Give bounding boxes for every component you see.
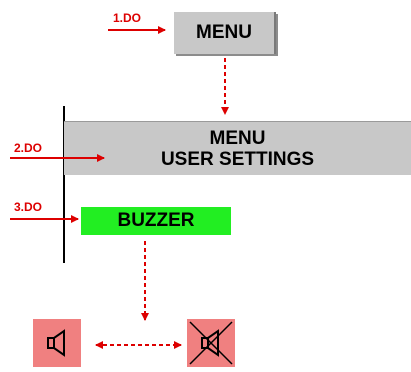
step-label-3: 3.DO <box>14 200 42 214</box>
menu-button[interactable]: MENU <box>174 12 276 54</box>
buzzer-button-label: BUZZER <box>117 211 194 232</box>
speaker-icon <box>45 329 69 357</box>
menu-button-label: MENU <box>196 23 252 44</box>
speaker-on-tile[interactable] <box>33 319 81 367</box>
buzzer-button[interactable]: BUZZER <box>81 207 231 235</box>
speaker-muted-icon <box>187 319 235 367</box>
menu-panel-subtitle[interactable]: USER SETTINGS <box>161 150 314 171</box>
menu-user-settings-panel: MENU USER SETTINGS <box>64 121 411 175</box>
step-label-2: 2.DO <box>14 141 42 155</box>
speaker-muted-tile[interactable] <box>187 319 235 367</box>
menu-panel-title: MENU <box>210 129 266 150</box>
step-label-1: 1.DO <box>113 11 141 25</box>
